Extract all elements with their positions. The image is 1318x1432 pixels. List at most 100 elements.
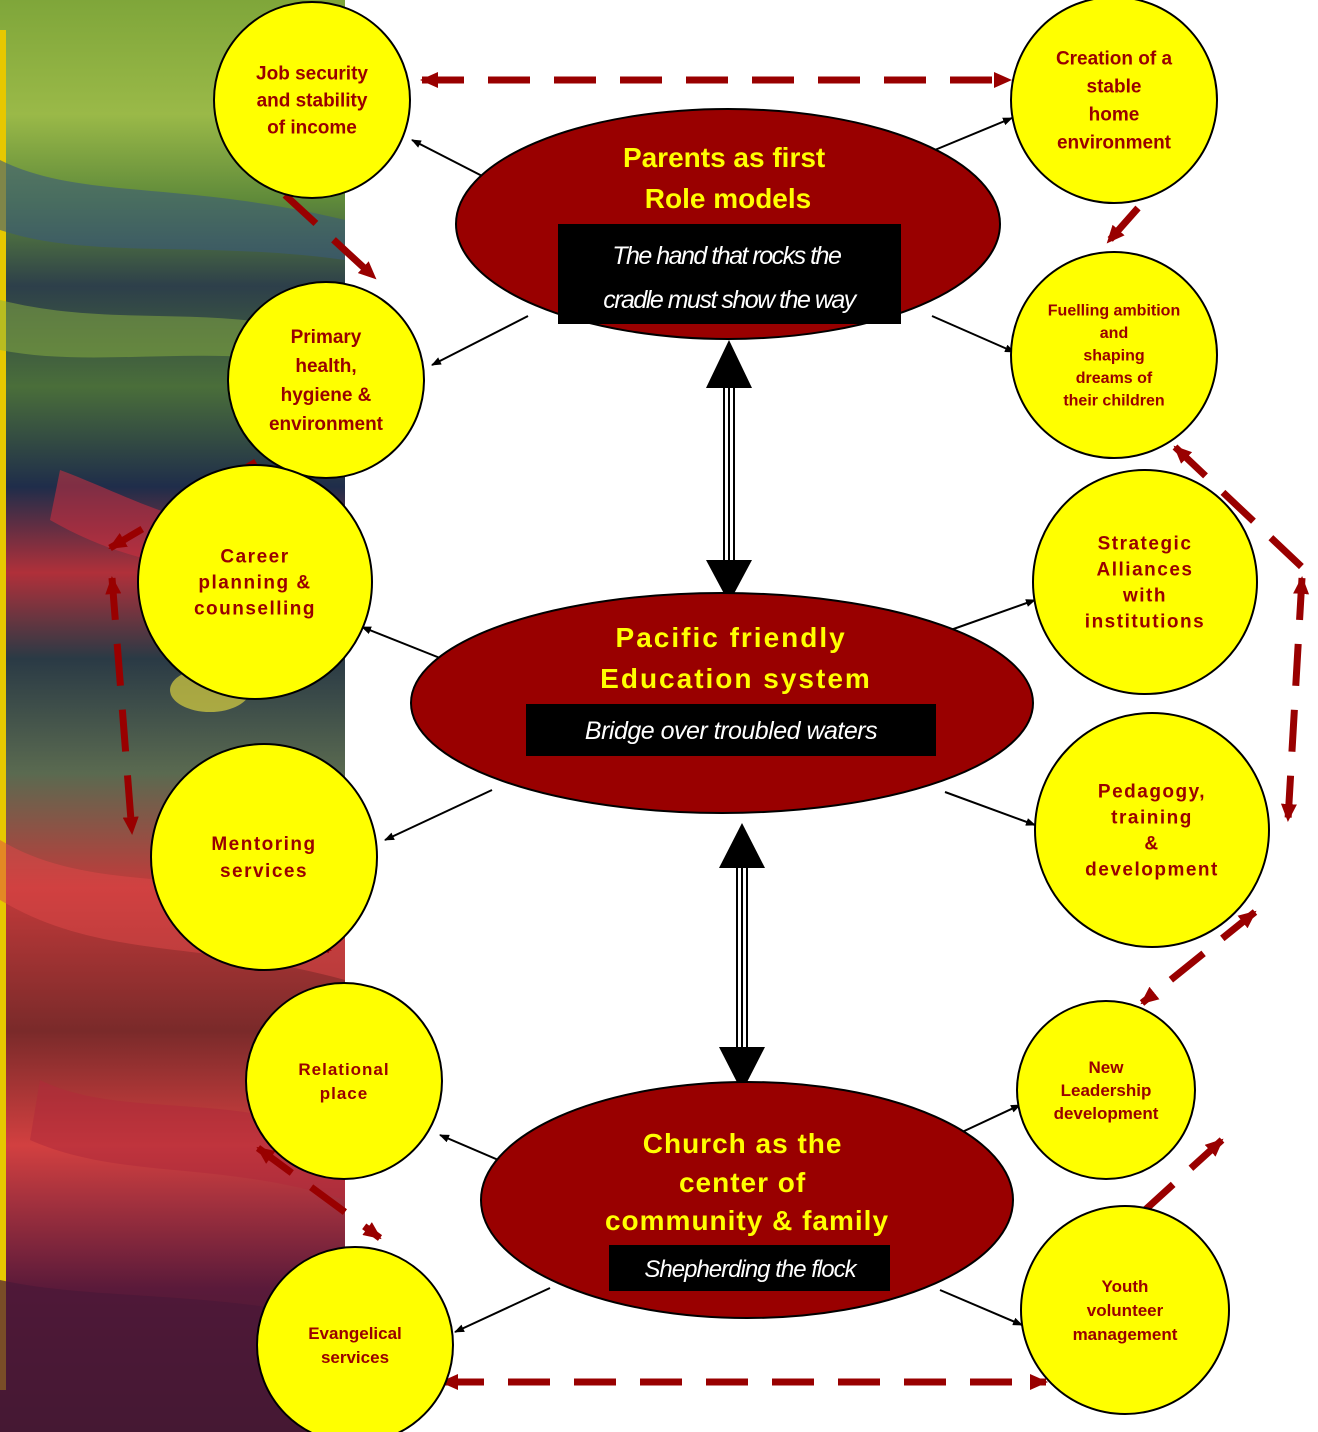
node-pedagogy: Pedagogy,training&development (1034, 712, 1270, 948)
hub-church-title-line-1: Church as the (643, 1128, 843, 1159)
hub-parents-caption: The hand that rocks the cradle must show… (603, 242, 858, 314)
background-painting (0, 0, 345, 1432)
node-pedagogy-line-1: Pedagogy, (1098, 782, 1206, 803)
hub-education-caption-line-1: Bridge over troubled waters (585, 717, 877, 745)
dashed-links (105, 72, 1310, 1390)
link-pedagogy-leadership (1139, 909, 1258, 1006)
node-job-security-line-3: of income (267, 118, 357, 139)
node-new-leadership-line-3: development (1054, 1104, 1159, 1123)
hub-education-title: Pacific friendly Education system (600, 622, 872, 694)
hub-church-caption-box (609, 1245, 890, 1291)
node-youth-volunteer-line-2: volunteer (1087, 1301, 1164, 1320)
node-evangelical: Evangelical services (256, 1246, 454, 1432)
node-relational-place-line-1: Relational (298, 1060, 389, 1079)
node-fuelling-ambition-line-5: their children (1063, 393, 1164, 410)
link-career-mentoring (105, 576, 139, 835)
hub-church-caption-line-1: Shepherding the flock (644, 1256, 858, 1283)
arrow-parents-education (706, 340, 752, 603)
hub-church-title-line-3: community & family (605, 1205, 889, 1236)
link-relational-evangelical (255, 1145, 383, 1241)
hub-parents-caption-line-2: cradle must show the way (603, 286, 858, 314)
link-parents-home (929, 117, 1013, 153)
link-leadership-youth (1109, 1137, 1225, 1243)
node-job-security: Job security and stability of income (213, 1, 411, 199)
hub-education-title-line-1: Pacific friendly (616, 622, 847, 653)
hubs: Parents as first Role models The hand th… (410, 108, 1034, 1319)
link-edu-mentoring (384, 789, 493, 841)
node-pedagogy-line-3: & (1144, 834, 1159, 855)
hub-education-title-line-2: Education system (600, 663, 872, 694)
hub-parents-caption-box (558, 224, 901, 324)
node-primary-health-line-4: environment (269, 414, 384, 435)
link-right-pedagogy (1280, 576, 1310, 822)
node-evangelical-label: Evangelical services (308, 1324, 402, 1367)
node-strategic-alliances-line-3: with (1122, 586, 1167, 607)
link-edu-pedagogy (944, 791, 1036, 826)
node-youth-volunteer-line-1: Youth (1102, 1277, 1149, 1296)
link-edu-alliances (944, 599, 1036, 633)
hub-parents-title: Parents as first Role models (623, 142, 833, 214)
node-mentoring: Mentoring services (150, 743, 378, 971)
link-church-evangelical (454, 1287, 551, 1333)
hub-church-title: Church as the center of community & fami… (605, 1128, 889, 1236)
hub-education-caption-box (526, 704, 936, 756)
node-primary-health-circle (227, 281, 425, 479)
node-fuelling-ambition-line-1: Fuelling ambition (1048, 303, 1180, 320)
node-youth-volunteer-line-3: management (1073, 1325, 1178, 1344)
node-evangelical-line-2: services (321, 1348, 389, 1367)
node-youth-volunteer-label: Youth volunteer management (1073, 1277, 1178, 1344)
hub-parents-title-line-1: Parents as first (623, 142, 825, 173)
hub-church-title-line-2: center of (679, 1167, 806, 1198)
node-pedagogy-line-2: training (1111, 808, 1193, 829)
hub-church-caption: Shepherding the flock (644, 1256, 858, 1283)
link-stable-home-fuelling (1105, 205, 1141, 245)
link-edu-career (361, 626, 446, 661)
link-parents-job (411, 139, 491, 181)
nodes: Job security and stability of income Creati… (137, 0, 1270, 1432)
node-fuelling-ambition-line-3: shaping (1083, 348, 1144, 365)
node-fuelling-ambition-circle (1010, 251, 1218, 459)
node-job-security-line-2: and stability (257, 91, 368, 112)
node-youth-volunteer-circle (1020, 1205, 1230, 1415)
node-evangelical-line-1: Evangelical (308, 1324, 402, 1343)
node-relational-place: Relational place (245, 982, 443, 1180)
hub-education-caption: Bridge over troubled waters (585, 717, 877, 745)
node-fuelling-ambition-line-4: dreams of (1076, 370, 1153, 387)
node-pedagogy-circle (1034, 712, 1270, 948)
link-parents-health (431, 315, 529, 366)
node-strategic-alliances-line-2: Alliances (1097, 560, 1194, 581)
node-job-security-line-1: Job security (256, 64, 368, 85)
node-mentoring-label: Mentoring services (211, 834, 316, 882)
hub-education: Pacific friendly Education system Bridge… (410, 592, 1034, 814)
link-church-youth (939, 1289, 1023, 1326)
node-strategic-alliances-line-1: Strategic (1098, 534, 1193, 555)
node-strategic-alliances-line-4: institutions (1085, 612, 1205, 633)
node-stable-home-line-4: environment (1057, 133, 1172, 154)
node-new-leadership-circle (1016, 1000, 1196, 1180)
node-career-planning-line-3: counselling (194, 599, 316, 620)
node-mentoring-circle (150, 743, 378, 971)
node-relational-place-line-2: place (320, 1084, 368, 1103)
node-evangelical-circle (256, 1246, 454, 1432)
node-mentoring-line-2: services (220, 861, 308, 882)
node-job-security-circle (213, 1, 411, 199)
node-youth-volunteer: Youth volunteer management (1020, 1205, 1230, 1415)
node-mentoring-line-1: Mentoring (211, 834, 316, 855)
node-career-planning-line-2: planning & (198, 573, 311, 594)
node-strategic-alliances-circle (1032, 469, 1258, 695)
node-relational-place-circle (245, 982, 443, 1180)
node-new-leadership-line-2: Leadership (1061, 1081, 1152, 1100)
node-stable-home-line-1: Creation of a (1056, 49, 1173, 70)
